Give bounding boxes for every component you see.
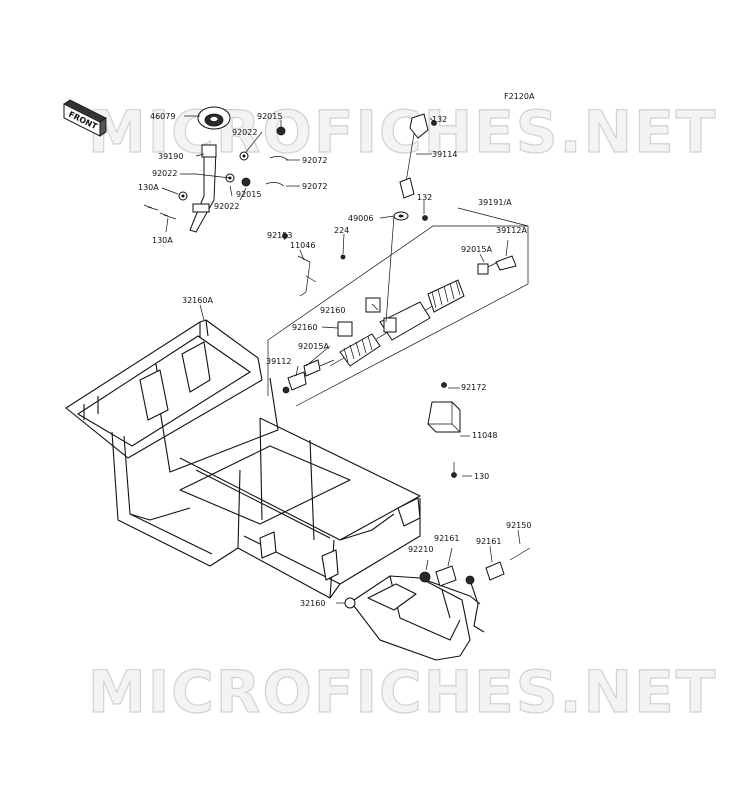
bracket-11048-group <box>427 382 461 478</box>
watermark-top: MICROFICHES.NET <box>88 98 717 166</box>
label-39114: 39114 <box>432 150 457 159</box>
label-39190: 39190 <box>158 152 183 161</box>
label-11048: 11048 <box>472 431 497 440</box>
vehicle-frame <box>65 319 421 599</box>
label-46079: 46079 <box>150 112 175 121</box>
front-bumper-group <box>344 547 531 661</box>
leader-lines <box>161 115 529 604</box>
label-130: 130 <box>474 472 489 481</box>
steering-shaft-group <box>393 113 437 221</box>
label-132-b: 132 <box>417 193 432 202</box>
steering-rack-group <box>267 225 529 407</box>
watermark-bottom: MICROFICHES.NET <box>88 658 717 726</box>
label-92022-a: 92022 <box>232 128 257 137</box>
label-92015-b: 92015 <box>236 190 261 199</box>
label-92150: 92150 <box>506 521 531 530</box>
label-92022-c: 92022 <box>214 202 239 211</box>
label-132-a: 132 <box>432 115 447 124</box>
label-92015a-a: 92015A <box>461 245 492 254</box>
label-92022-b: 92022 <box>152 169 177 178</box>
label-92072-a: 92072 <box>302 156 327 165</box>
label-224: 224 <box>334 226 349 235</box>
label-11046: 11046 <box>290 241 315 250</box>
label-92172: 92172 <box>461 383 486 392</box>
label-92161-a: 92161 <box>434 534 459 543</box>
diagram-code: F2120A <box>504 92 535 101</box>
part-labels: 46079 92015 92022 39190 92072 92022 130A… <box>138 112 531 608</box>
label-130a-a: 130A <box>138 183 159 192</box>
label-32160: 32160 <box>300 599 325 608</box>
label-39112a: 39112A <box>496 226 527 235</box>
label-92160-b: 92160 <box>292 323 317 332</box>
label-39191a: 39191/A <box>478 198 512 207</box>
steering-column-group <box>143 106 289 233</box>
label-92015-top: 92015 <box>257 112 282 121</box>
label-92153: 92153 <box>267 231 292 240</box>
label-92015a-b: 92015A <box>298 342 329 351</box>
label-92160-a: 92160 <box>320 306 345 315</box>
label-92210: 92210 <box>408 545 433 554</box>
label-92072-b: 92072 <box>302 182 327 191</box>
label-92161-b: 92161 <box>476 537 501 546</box>
label-49006: 49006 <box>348 214 373 223</box>
label-39112: 39112 <box>266 357 291 366</box>
label-130a-b: 130A <box>152 236 173 245</box>
label-32160a: 32160A <box>182 296 213 305</box>
